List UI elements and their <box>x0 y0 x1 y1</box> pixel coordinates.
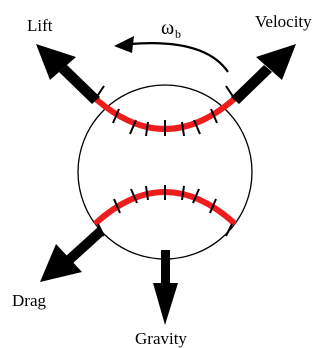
omega-subscript: b <box>175 27 181 41</box>
rotation-arrowhead <box>114 36 134 53</box>
lower-seam-stitches <box>97 185 233 237</box>
lower-seam <box>94 185 236 237</box>
lift-arrow-shaft <box>59 65 100 104</box>
omega-symbol: ω <box>161 17 174 39</box>
rotation-arc <box>129 42 229 73</box>
curved-arrow-icon <box>114 36 229 73</box>
velocity-arrow-head <box>256 44 296 80</box>
lift-label: Lift <box>27 16 53 35</box>
drag-arrow-head <box>40 244 82 282</box>
drag-label: Drag <box>12 291 46 310</box>
velocity-arrow-icon <box>231 44 296 104</box>
gravity-arrow-shaft <box>161 250 170 285</box>
upper-seam <box>94 85 236 137</box>
lift-arrow-head <box>36 44 76 80</box>
drag-arrow-shaft <box>66 227 104 264</box>
gravity-arrow-head <box>153 283 178 325</box>
velocity-arrow-shaft <box>231 65 272 104</box>
gravity-label: Gravity <box>135 329 187 348</box>
lift-arrow-icon <box>36 44 100 104</box>
drag-arrow-icon <box>40 227 104 282</box>
gravity-arrow-icon <box>153 250 178 325</box>
velocity-label: Velocity <box>255 12 312 31</box>
baseball-outline <box>77 84 253 260</box>
